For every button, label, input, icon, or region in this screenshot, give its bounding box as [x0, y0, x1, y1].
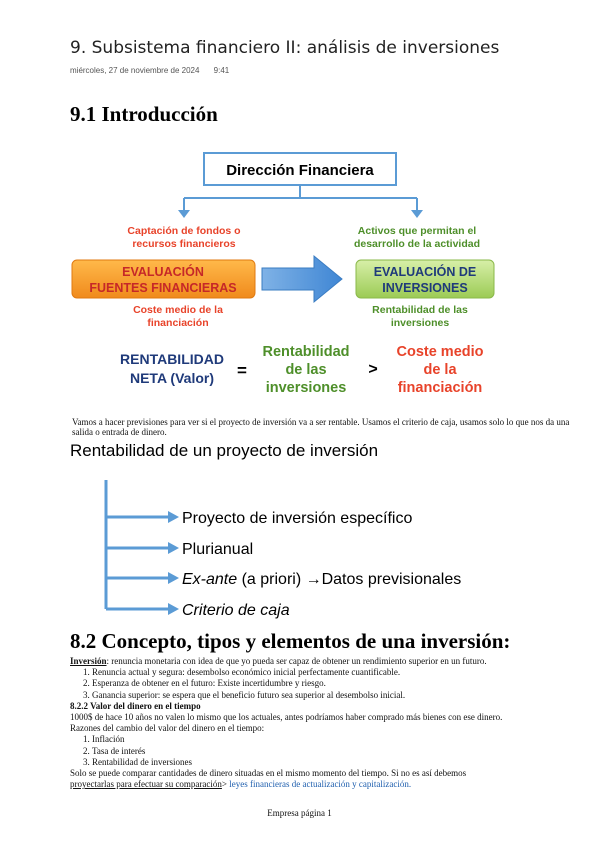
coste-medio-2: de la	[423, 362, 457, 378]
connector-arrowheads	[178, 210, 423, 218]
inversion-label: Inversión	[70, 656, 107, 666]
fig2-item-3-rest: (a priori) →Datos previsionales	[237, 571, 461, 588]
fig2-item-3: Ex-ante (a priori) →Datos previsionales	[182, 571, 461, 588]
right-caption-1: Activos que permitan el	[358, 225, 477, 237]
proyectar-arrow: >	[221, 779, 230, 790]
left-eval-box-line1: EVALUACIÓN	[122, 264, 204, 279]
page-footer: Empresa página 1	[267, 808, 332, 818]
right-eval-box-line1: EVALUACIÓN DE	[374, 264, 477, 279]
razones-list: Inflación Tasa de interés Rentabilidad d…	[70, 734, 595, 768]
rent-inv-3: inversiones	[266, 380, 347, 396]
coste-medio-3: financiación	[398, 380, 483, 396]
list-item: Tasa de interés	[92, 746, 595, 757]
top-box	[203, 152, 397, 186]
right-caption-2: desarrollo de la actividad	[354, 238, 480, 250]
proyectar-underlined: proyectarlas para efectuar su comparació…	[70, 779, 222, 790]
list-item: Esperanza de obtener en el futuro: Exist…	[92, 678, 595, 689]
paragraph-razones: Razones del cambio del valor del dinero …	[70, 723, 265, 734]
leyes-financieras-link[interactable]: leyes financieras de actualización y cap…	[229, 779, 412, 790]
page-time: 9:41	[213, 66, 230, 75]
coste-medio-1: Coste medio	[396, 344, 483, 360]
fig2-item-4: Criterio de caja	[182, 602, 290, 619]
connector-lines	[183, 185, 418, 214]
subheading-valor-dinero: 8.2.2 Valor del dinero en el tiempo	[70, 700, 201, 711]
fig2-item-1: Proyecto de inversión específico	[182, 510, 412, 527]
list-item: Ganancia superior: se espera que el bene…	[92, 690, 595, 701]
page-title: 9. Subsistema financiero II: análisis de…	[70, 38, 500, 58]
list-item: Rentabilidad de inversiones	[92, 757, 595, 768]
fig2-arrowheads	[168, 511, 179, 615]
rent-inv-2: de las	[285, 362, 326, 378]
left-eval-box	[71, 259, 256, 299]
rent-inv-1: Rentabilidad	[262, 344, 349, 360]
right-sub-1: Rentabilidad de las	[372, 304, 468, 316]
direccion-financiera-diagram: Dirección Financiera Captación de fondos…	[71, 152, 495, 396]
rentabilidad-neta-2: NETA (Valor)	[130, 370, 214, 386]
paragraph-1000: 1000$ de hace 10 años no valen lo mismo …	[70, 712, 503, 723]
left-sub-2: financiación	[147, 317, 208, 329]
heading-introduccion: 9.1 Introducción	[70, 102, 218, 126]
left-sub-1: Coste medio de la	[133, 304, 223, 316]
fig2-tree-lines	[104, 480, 170, 611]
top-box-label: Dirección Financiera	[226, 162, 374, 179]
greater-than-sign: >	[368, 361, 377, 378]
list-item: Renuncia actual y segura: desembolso eco…	[92, 667, 595, 678]
inversion-elements-list: Renuncia actual y segura: desembolso eco…	[70, 667, 595, 701]
left-caption-1: Captación de fondos o	[127, 225, 240, 237]
rentabilidad-proyecto-diagram: Rentabilidad de un proyecto de inversión…	[70, 441, 461, 619]
equals-sign: =	[237, 361, 247, 380]
paragraph-comparar: Solo se puede comparar cantidades de din…	[70, 768, 467, 779]
inversion-definition: Inversión: renuncia monetaria con idea d…	[70, 656, 595, 667]
right-sub-2: inversiones	[391, 317, 450, 329]
left-eval-box-line2: FUENTES FINANCIERAS	[89, 281, 236, 295]
fig2-item-3-italic: Ex-ante	[182, 571, 237, 588]
page-date: miércoles, 27 de noviembre de 2024	[70, 66, 200, 75]
section-body: Inversión: renuncia monetaria con idea d…	[70, 656, 595, 790]
right-eval-box	[355, 259, 495, 299]
page-meta: miércoles, 27 de noviembre de 2024 9:41	[70, 66, 229, 75]
rentabilidad-neta-1: RENTABILIDAD	[120, 351, 224, 367]
left-caption-2: recursos financieros	[132, 238, 235, 250]
intro-paragraph: Vamos a hacer previsiones para ver si el…	[72, 417, 570, 437]
fig2-title: Rentabilidad de un proyecto de inversión	[70, 441, 378, 460]
right-eval-box-line2: INVERSIONES	[382, 281, 467, 295]
list-item: Inflación	[92, 734, 595, 745]
inversion-text: : renuncia monetaria con idea de que yo …	[106, 656, 487, 666]
heading-concepto-inversion: 8.2 Concepto, tipos y elementos de una i…	[70, 629, 511, 653]
paragraph-proyectar: proyectarlas para efectuar su comparació…	[70, 779, 595, 790]
fig2-item-2: Plurianual	[182, 541, 253, 558]
big-right-arrow	[261, 254, 343, 304]
